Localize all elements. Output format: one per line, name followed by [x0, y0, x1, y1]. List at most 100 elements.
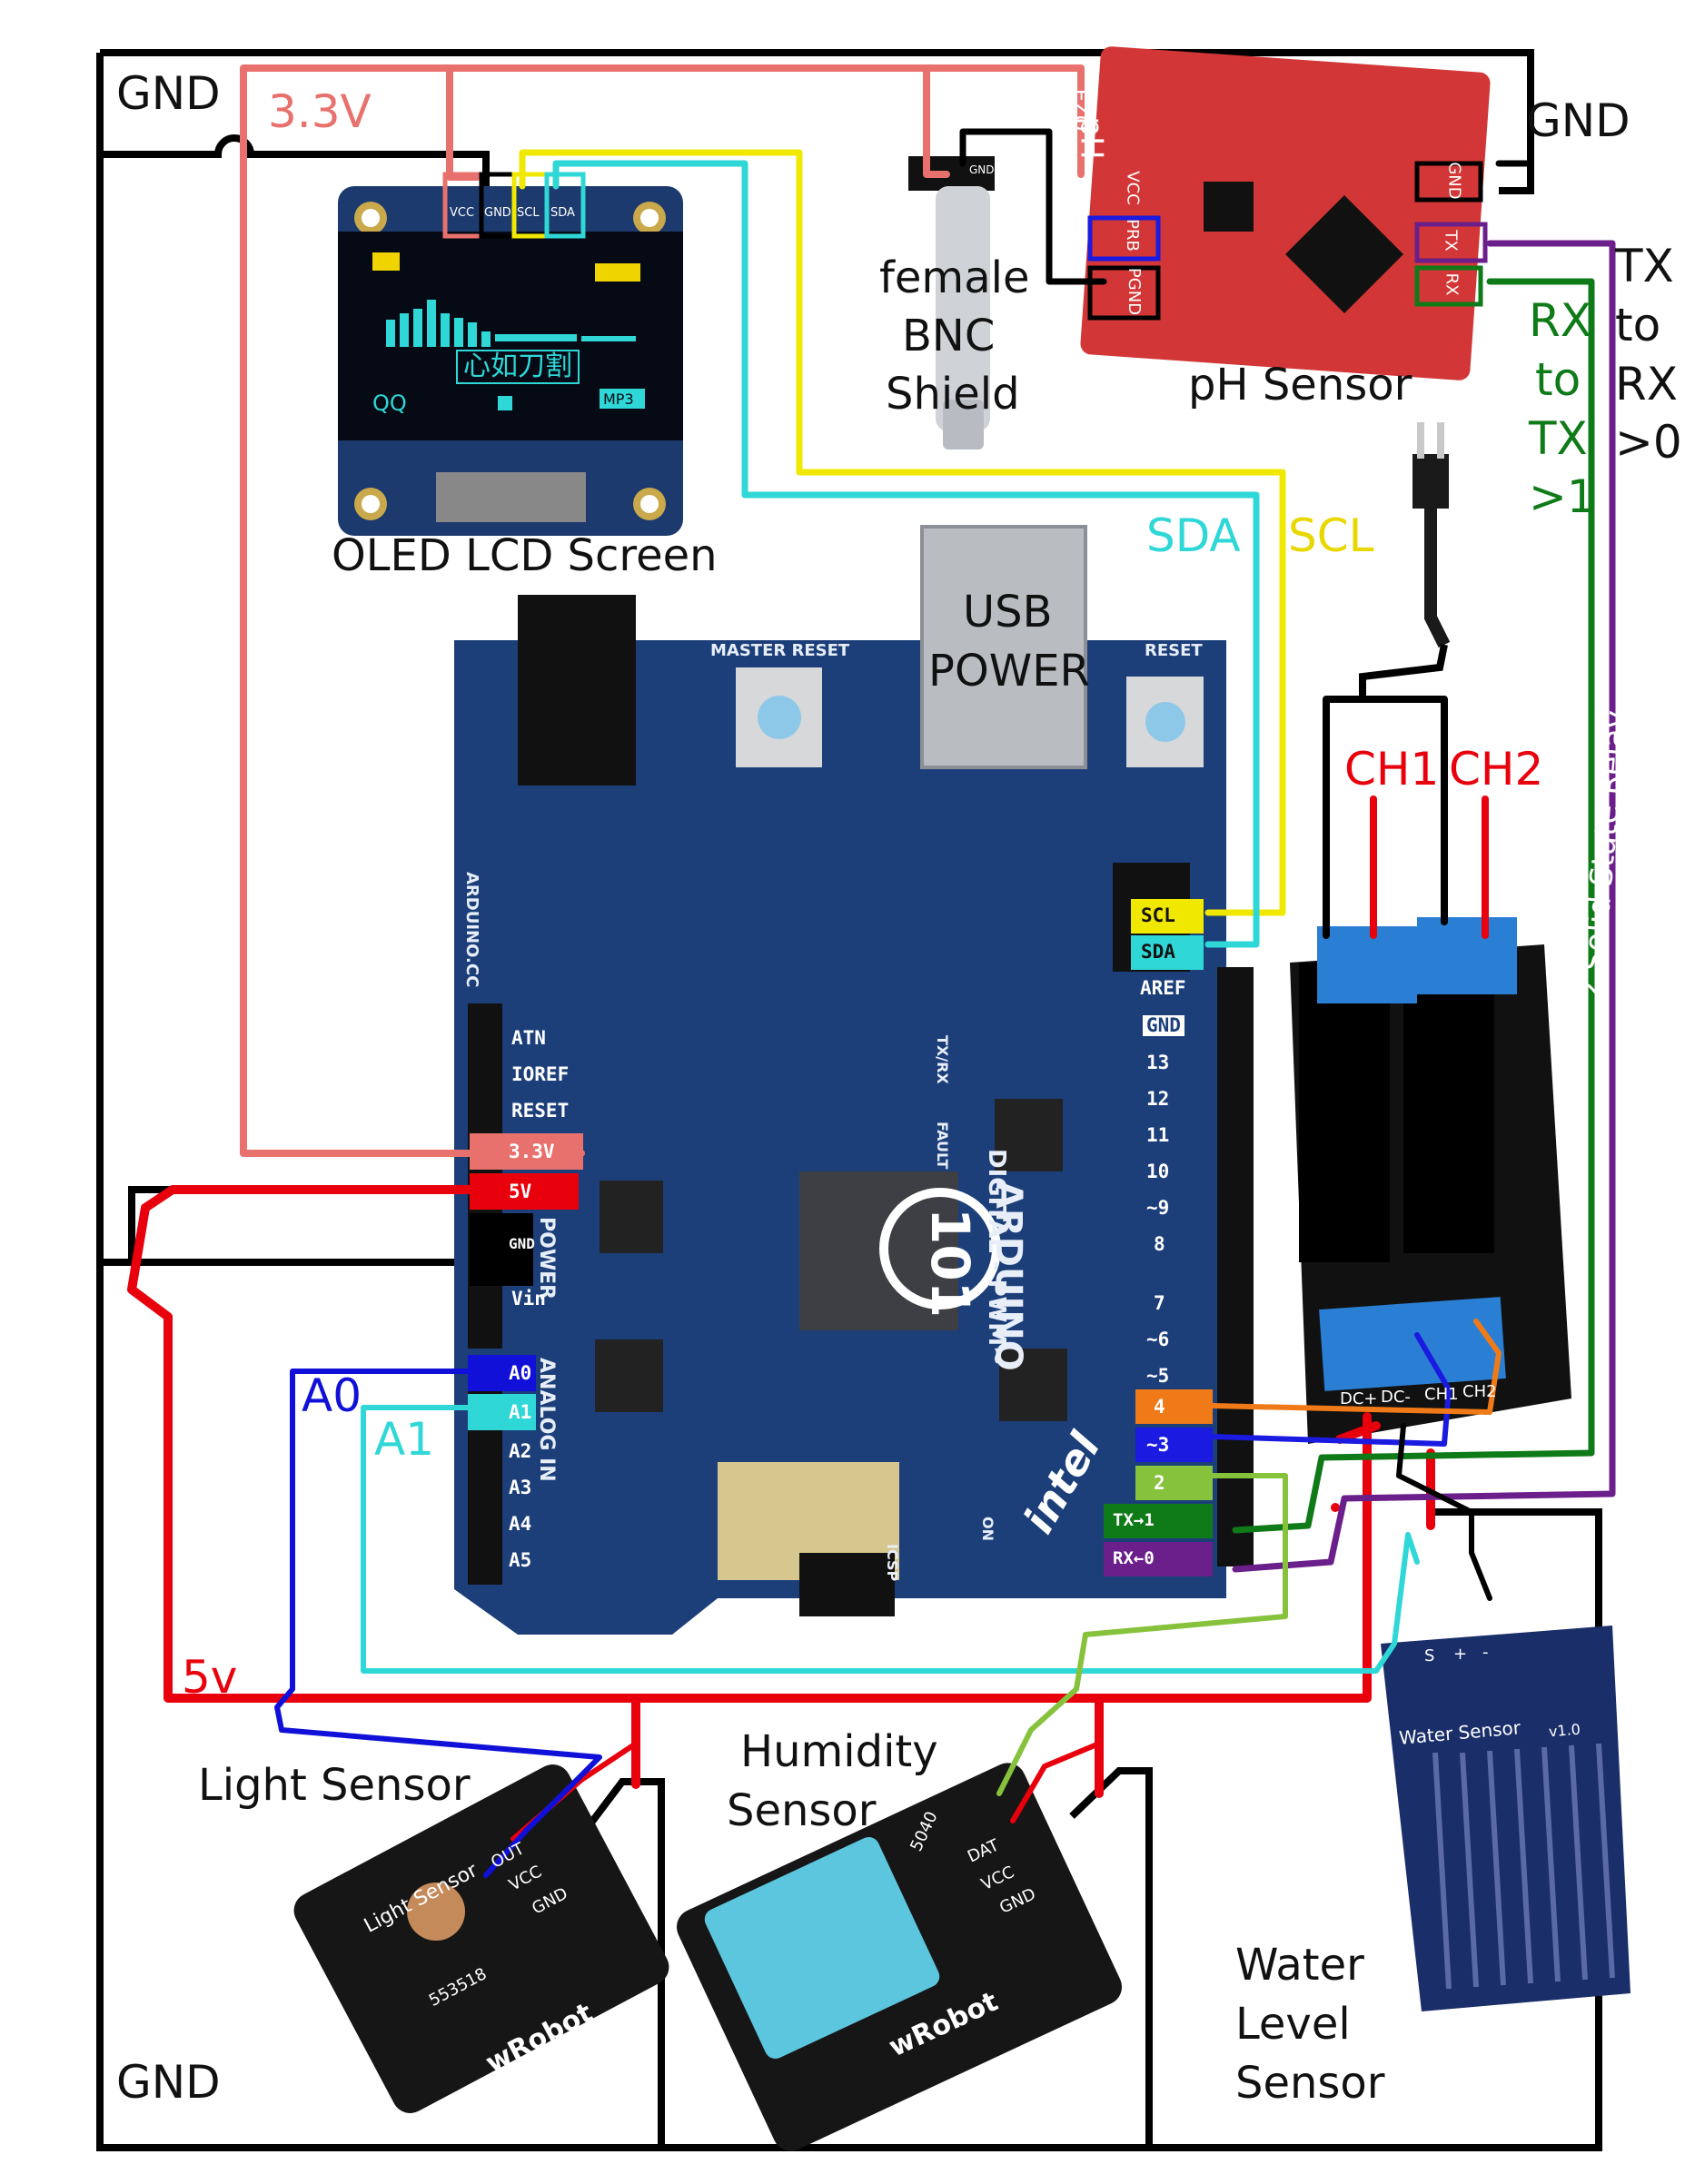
label-tx-2: to	[1615, 299, 1661, 351]
pin-a0: A0	[509, 1362, 532, 1384]
caption-light: Light Sensor	[198, 1760, 471, 1811]
label-5v: 5v	[182, 1651, 238, 1704]
pin-tag-5v	[470, 1173, 579, 1210]
caption-oled: OLED LCD Screen	[332, 530, 718, 581]
pin-tx1: TX→1	[1113, 1510, 1155, 1530]
relay-pin-dcplus: DC+	[1340, 1389, 1378, 1408]
oled-pin-sda: SDA	[550, 206, 575, 220]
label-tx-4: >0	[1615, 416, 1682, 469]
pin-a5: A5	[509, 1549, 532, 1571]
light-sensor-board	[293, 1764, 669, 2113]
water-sensor-version: v1.0	[1548, 1720, 1581, 1741]
ph-pin-vcc: VCC	[1123, 171, 1143, 205]
wire-relay-ac	[1323, 687, 1448, 939]
pin-a3: A3	[509, 1477, 532, 1498]
silk-analog-in: ANALOG IN	[535, 1358, 558, 1482]
wire-gnd-ph	[959, 128, 1534, 285]
ph-pin-tx: TX	[1441, 230, 1461, 252]
caption-usb-1: USB	[963, 587, 1053, 637]
label-gnd-top-right: GND	[1526, 94, 1630, 147]
pin-gnd: GND	[509, 1235, 535, 1252]
silk-arduino-cc: ARDUINO.CC	[462, 872, 481, 988]
pin-d8: 8	[1154, 1233, 1165, 1255]
pin-tag-a0	[468, 1355, 536, 1391]
oled-pin-gnd: GND	[484, 206, 511, 220]
pin-tag-gnd	[470, 1213, 533, 1286]
caption-humidity-1: Humidity	[740, 1726, 938, 1777]
pin-reset: RESET	[511, 1100, 570, 1122]
pin-tag-sda	[1131, 935, 1204, 970]
wire-rx	[1232, 278, 1595, 1534]
label-sda: SDA	[1146, 509, 1241, 562]
pin-tag-scl	[1131, 899, 1204, 934]
power-plug	[1359, 422, 1451, 690]
caption-usb-2: POWER	[928, 646, 1090, 697]
ph-pin-rx: RX	[1442, 272, 1462, 296]
label-scl: SCL	[1288, 509, 1374, 562]
ph-board-ezo-text: EZO	[1068, 88, 1092, 132]
wire-3v3	[240, 64, 1085, 1157]
pin-d5: ~5	[1146, 1365, 1170, 1387]
oled-pin-sda-box	[544, 172, 586, 239]
label-a0: A0	[302, 1369, 362, 1422]
wire-d3	[1210, 1332, 1452, 1447]
pin-tag-d4	[1135, 1389, 1213, 1424]
pin-a2: A2	[509, 1440, 532, 1462]
pin-header-scl: SCL	[1141, 904, 1175, 926]
silk-fault: FAULT	[934, 1122, 951, 1170]
pin-dgnd: GND	[1143, 1015, 1184, 1036]
caption-bnc-3: Shield	[886, 369, 1020, 420]
label-tx-1: TX	[1615, 240, 1674, 292]
wire-gnd-water	[1396, 1423, 1492, 1601]
label-ch2: CH2	[1449, 743, 1544, 796]
caption-water-3: Sensor	[1235, 2058, 1385, 2109]
pin-atn: ATN	[511, 1027, 546, 1049]
caption-ph: pH Sensor	[1188, 360, 1412, 410]
pin-ioref: IOREF	[511, 1063, 570, 1085]
pin-tag-d2	[1135, 1466, 1213, 1500]
pin-d11: 11	[1146, 1124, 1170, 1146]
oled-pin-vcc: VCC	[450, 206, 475, 220]
ph-sensor-board	[1080, 46, 1491, 380]
pin-tag-3v3	[470, 1133, 583, 1170]
pin-d12: 12	[1146, 1088, 1170, 1110]
ph-pin-gnd-box	[1414, 161, 1483, 203]
relay-module	[1290, 917, 1571, 1444]
wire-sda	[552, 160, 1260, 948]
pin-tag-a1	[468, 1394, 536, 1430]
caption-bnc-2: BNC	[902, 311, 996, 361]
pin-d9: ~9	[1146, 1197, 1170, 1219]
water-sensor-pin-s: S	[1424, 1646, 1435, 1665]
water-sensor-board	[1381, 1626, 1630, 2011]
pin-tag-rx0	[1104, 1542, 1213, 1576]
caption-water-2: Level	[1235, 1999, 1351, 2050]
pin-rx0: RX←0	[1113, 1548, 1155, 1568]
pin-d6: ~6	[1146, 1329, 1170, 1350]
pin-3v3: 3.3V	[509, 1141, 555, 1162]
pin-vin: Vin	[511, 1288, 546, 1309]
silk-tx-rx: TX/RX	[934, 1035, 951, 1084]
wire-scl	[519, 149, 1286, 916]
wire-a1	[361, 1405, 1420, 1674]
wire-tx	[1232, 240, 1616, 1573]
arduino-board	[454, 525, 1254, 1635]
pin-d2: 2	[1154, 1472, 1165, 1494]
label-ch1: CH1	[1344, 743, 1440, 796]
ph-pin-prb-box	[1087, 215, 1161, 262]
ph-pin-pgnd-box	[1087, 265, 1161, 321]
label-tx-3: RX	[1615, 358, 1678, 410]
pin-tag-d3	[1135, 1428, 1213, 1462]
ph-pin-tx-box	[1414, 222, 1488, 263]
ph-pin-rx-box	[1414, 265, 1483, 307]
label-rx-1: RX	[1529, 294, 1591, 347]
silk-master-reset: MASTER RESET	[710, 641, 850, 660]
oled-module	[338, 186, 683, 536]
pin-d4: 4	[1154, 1396, 1165, 1418]
ph-pin-gnd: GND	[1444, 162, 1464, 200]
silk-on: ON	[979, 1517, 996, 1541]
pin-d13: 13	[1146, 1052, 1170, 1073]
arduino-model: 101	[919, 1208, 981, 1319]
label-gnd-bottom: GND	[116, 2056, 221, 2109]
pin-a1: A1	[509, 1401, 532, 1423]
